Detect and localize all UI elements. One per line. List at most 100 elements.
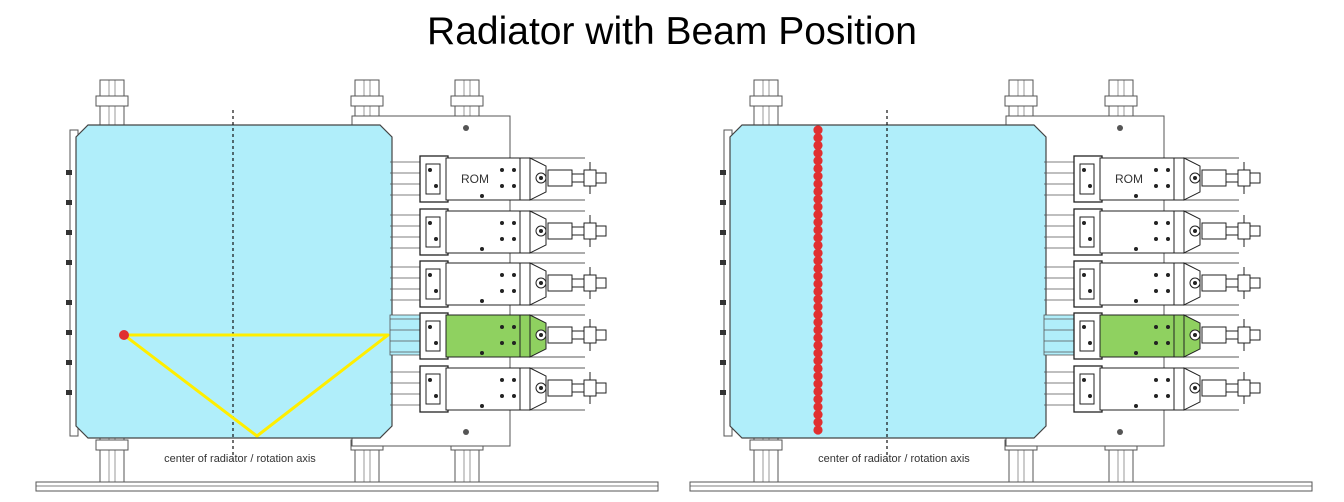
beam-point (813, 171, 823, 181)
module-bracket (1073, 208, 1103, 256)
screw (1166, 184, 1170, 188)
cable-plug (1237, 274, 1251, 292)
axis-label: center of radiator / rotation axis (818, 453, 970, 465)
screw (500, 237, 504, 241)
cable-plug (571, 383, 585, 393)
module-body (445, 210, 525, 254)
cable-plug (595, 225, 607, 237)
cable-plug (583, 274, 597, 292)
module-body (445, 314, 525, 358)
module-cap (519, 210, 531, 254)
frame-clip (66, 260, 72, 265)
screw (1166, 289, 1170, 293)
screw (1082, 221, 1086, 225)
rom-module (1043, 312, 1261, 360)
cable-plug (547, 274, 573, 292)
screw (428, 378, 432, 382)
beam-point (813, 394, 823, 404)
beam-point (813, 417, 823, 427)
screw (500, 289, 504, 293)
module-bracket (419, 260, 449, 308)
screw (1154, 184, 1158, 188)
bracket-inner (1079, 320, 1095, 352)
screw (1154, 273, 1158, 277)
module-bracket (419, 365, 449, 413)
screw (1154, 237, 1158, 241)
screw (1134, 194, 1138, 198)
frame-clip (720, 330, 726, 335)
module-body (1099, 210, 1179, 254)
module-cap (1173, 157, 1185, 201)
module-cap (519, 314, 531, 358)
screw (1166, 237, 1170, 241)
beam-point (813, 348, 823, 358)
cable-plug (1225, 173, 1239, 183)
screw (1088, 289, 1092, 293)
screw (512, 168, 516, 172)
module-cap (1173, 314, 1185, 358)
beam-point (813, 225, 823, 235)
module-body (445, 367, 525, 411)
module-bracket (1073, 260, 1103, 308)
beam-point (813, 233, 823, 243)
screw (480, 404, 484, 408)
rom-module (390, 155, 607, 203)
light-guide (1043, 314, 1079, 356)
frame-clip (66, 170, 72, 175)
cable-plug (547, 169, 573, 187)
screw (512, 184, 516, 188)
housing-screw (1117, 429, 1123, 435)
cable-plug (571, 330, 585, 340)
screw (1154, 289, 1158, 293)
module-bracket (1073, 312, 1103, 360)
module-body (1099, 262, 1179, 306)
screw (512, 394, 516, 398)
screw (500, 168, 504, 172)
rom-module (389, 312, 607, 360)
post-clamp (749, 439, 783, 451)
screw (480, 351, 484, 355)
module-cap (1173, 210, 1185, 254)
beam-point (813, 325, 823, 335)
screw (1166, 394, 1170, 398)
cable-plug (583, 169, 597, 187)
screw (434, 289, 438, 293)
screw (512, 325, 516, 329)
beam-point (813, 202, 823, 212)
beam-point (813, 125, 823, 135)
screw (1154, 378, 1158, 382)
figure-title: Radiator with Beam Position (427, 10, 917, 53)
module-bracket (419, 312, 449, 360)
module-body (1099, 367, 1179, 411)
post-clamp (450, 95, 484, 107)
beam-point (813, 156, 823, 166)
screw (512, 237, 516, 241)
beam-point (813, 194, 823, 204)
frame-clip (66, 230, 72, 235)
bracket-inner (425, 163, 441, 195)
screw (1082, 325, 1086, 329)
housing-screw (1117, 125, 1123, 131)
screw (1088, 184, 1092, 188)
module-bracket (1073, 155, 1103, 203)
screw (480, 194, 484, 198)
cable-plug (595, 277, 607, 289)
frame-clip (720, 230, 726, 235)
cable-plug (1225, 278, 1239, 288)
screw (1082, 168, 1086, 172)
screw (428, 325, 432, 329)
module-bracket (1073, 365, 1103, 413)
beam-point (813, 148, 823, 158)
cable-plug (583, 326, 597, 344)
connector-pin (1193, 333, 1197, 337)
screw (1088, 237, 1092, 241)
beam-point (813, 425, 823, 435)
cable-plug (1201, 169, 1227, 187)
housing-screw (463, 429, 469, 435)
bracket-inner (425, 373, 441, 405)
beam-point (813, 386, 823, 397)
frame-clip (66, 300, 72, 305)
connector-pin (1193, 176, 1197, 180)
